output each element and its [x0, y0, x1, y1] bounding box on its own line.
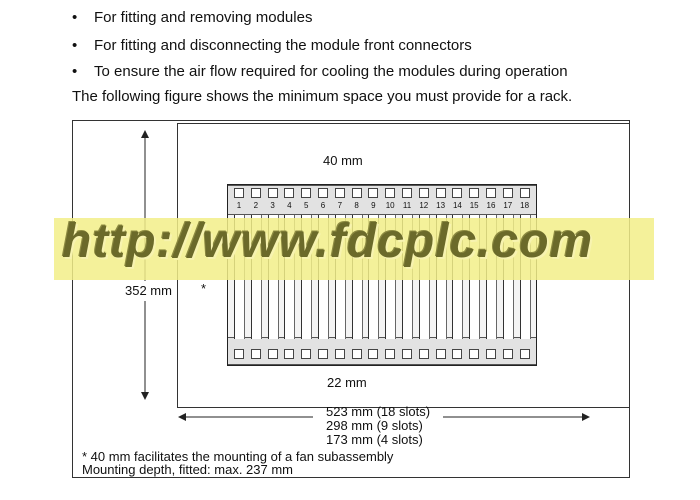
- watermark-text: http://www.fdcplc.com: [62, 215, 594, 268]
- slot-bottom-clip: [435, 349, 446, 359]
- slot-number: 14: [452, 201, 462, 210]
- slot-top-clip: [469, 188, 480, 198]
- slot-number: 12: [419, 201, 429, 210]
- slot-top-clip: [519, 188, 530, 198]
- slot-bottom-clip: [402, 349, 412, 359]
- slot-top-clip: [502, 188, 513, 198]
- slot-top-clip: [368, 188, 379, 198]
- width-label-4-slots: 173 mm (4 slots): [326, 432, 423, 447]
- slot-number: 15: [469, 201, 479, 210]
- slot-number: 6: [320, 201, 326, 210]
- bullet-text: For fitting and removing modules: [94, 9, 313, 26]
- slot-bottom-clip: [334, 349, 345, 359]
- slot-top-clip: [318, 188, 328, 198]
- slot-bottom-clip: [250, 349, 261, 359]
- slot-top-clip: [250, 188, 261, 198]
- bullet-dot: •: [72, 63, 78, 80]
- slot-top-clip: [267, 188, 278, 198]
- slot-number: 18: [520, 201, 530, 210]
- slot-top-clip: [452, 188, 463, 198]
- height-label: 352 mm: [125, 283, 172, 298]
- slot-bottom-clip: [519, 349, 530, 359]
- bullet-dot: •: [72, 9, 78, 26]
- slot-number: 13: [436, 201, 446, 210]
- bullet-text: For fitting and disconnecting the module…: [94, 37, 472, 54]
- slot-number: 9: [371, 201, 376, 210]
- slot-number: 1: [236, 201, 242, 210]
- slot-number: 8: [354, 201, 359, 210]
- top-clearance-label: 40 mm: [323, 153, 363, 168]
- slot-top-clip: [351, 188, 362, 198]
- slot-top-clip: [284, 188, 295, 198]
- footnote-line-1: * 40 mm facilitates the mounting of a fa…: [82, 449, 394, 464]
- slot-bottom-clip: [502, 349, 513, 359]
- slot-number: 3: [270, 201, 275, 210]
- slot-bottom-clip: [368, 349, 379, 359]
- width-label-9-slots: 298 mm (9 slots): [326, 418, 423, 433]
- slot-number: 7: [337, 201, 343, 210]
- slot-top-clip: [418, 188, 429, 198]
- dimension-arrows: [141, 130, 590, 421]
- slot-bottom-clip: [452, 349, 463, 359]
- slot-bottom-clip: [469, 349, 480, 359]
- footnote-line-2: Mounting depth, fitted: max. 237 mm: [82, 462, 293, 477]
- slot-number: 10: [385, 201, 395, 210]
- rack-top-rail: [228, 185, 536, 215]
- slot-number: 16: [486, 201, 496, 210]
- slot-top-clip: [486, 188, 496, 198]
- slot-top-clip: [435, 188, 446, 198]
- slot-bottom-clip: [234, 349, 244, 359]
- bottom-clearance-label: 22 mm: [327, 375, 367, 390]
- bullet-dot: •: [72, 37, 78, 54]
- width-label-18-slots: 523 mm (18 slots): [326, 404, 431, 419]
- slot-top-clip: [402, 188, 412, 198]
- slot-number: 11: [402, 201, 412, 210]
- slot-top-clip: [301, 188, 312, 198]
- rack-bottom-rail: [228, 337, 536, 365]
- slot-number: 4: [287, 201, 292, 210]
- slot-bottom-clip: [351, 349, 362, 359]
- slot-bottom-clip: [301, 349, 312, 359]
- intro-paragraph: The following figure shows the minimum s…: [72, 88, 573, 105]
- rack-clearance-figure: 40 mm 352 mm * 22 mm 523 mm (18 slots) 2…: [72, 120, 630, 478]
- width-labels: 523 mm (18 slots) 298 mm (9 slots) 173 m…: [326, 405, 430, 447]
- slot-bottom-clip: [284, 349, 295, 359]
- slot-top-clip: [234, 188, 244, 198]
- slot-number: 17: [503, 201, 513, 210]
- slot-top-clip: [385, 188, 396, 198]
- watermark-band: [54, 218, 654, 280]
- slot-bottom-clip: [385, 349, 396, 359]
- slot-top-clip: [334, 188, 345, 198]
- asterisk-mark: *: [201, 281, 207, 296]
- slot-bottom-clip: [418, 349, 429, 359]
- bullet-text: To ensure the air flow required for cool…: [94, 63, 568, 80]
- slot-number: 2: [253, 201, 259, 210]
- slot-bottom-clip: [318, 349, 328, 359]
- slot-number: 5: [303, 201, 309, 210]
- slot-bottom-clip: [267, 349, 278, 359]
- slot-bottom-clip: [486, 349, 496, 359]
